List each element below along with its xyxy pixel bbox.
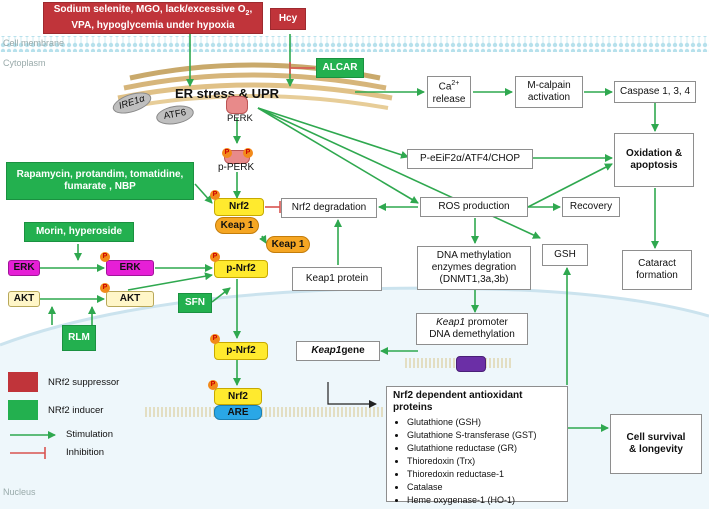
keap1-promoter-italic: Keap1 <box>436 317 466 328</box>
legend-inhibition-label: Inhibition <box>66 447 105 458</box>
perk-receptor <box>226 96 248 114</box>
cell-survival-box: Cell survival & longevity <box>610 414 702 474</box>
nucleus-label: Nucleus <box>3 487 36 497</box>
legend-inducer-label: NRf2 inducer <box>48 405 104 416</box>
keap1-gene-rest: gene <box>341 345 365 356</box>
gsh-box: GSH <box>542 244 588 266</box>
antioxidant-item: Thioredoxin (Trx) <box>407 455 561 468</box>
stressor-line-1: Sodium selenite, MGO, lack/excessive O <box>53 4 246 15</box>
p-nrf2-node-2: p-Nrf2 <box>214 342 268 360</box>
keap1-gene-italic: Keap1 <box>311 345 342 356</box>
perk-label: PERK <box>227 113 253 124</box>
keap1-bound-node: Keap 1 <box>215 217 259 234</box>
keap1-gene-box: Keap1 gene <box>296 341 380 361</box>
phospho-mark-perk-2: P <box>243 148 253 158</box>
keap1-promoter-line2: DNA demethylation <box>429 329 515 340</box>
promoter-block <box>456 356 486 372</box>
legend-inducer-swatch <box>8 400 38 420</box>
calcium-text: Ca <box>438 81 452 93</box>
phospho-mark-perk-1: P <box>222 148 232 158</box>
phospho-mark-nrf2-nuc: P <box>208 380 218 390</box>
erk-node-left: ERK <box>8 260 40 276</box>
cytoplasm-label: Cytoplasm <box>3 58 46 68</box>
calcium-superscript: 2+ <box>451 80 460 88</box>
nrf2-node-top: Nrf2 <box>214 198 264 216</box>
stressor-box: Sodium selenite, MGO, lack/excessive O2,… <box>43 2 263 34</box>
antioxidant-item: Glutathione (GSH) <box>407 416 561 429</box>
oxidation-apoptosis-box: Oxidation & apoptosis <box>614 133 694 187</box>
antioxidant-list: Glutathione (GSH)Glutathione S-transfera… <box>393 416 561 507</box>
morin-inducer-box: Morin, hyperoside <box>24 222 134 242</box>
antioxidant-item: Glutathione S-transferase (GST) <box>407 429 561 442</box>
nrf2-nucleus-node: Nrf2 <box>214 388 262 405</box>
erk-node-right: ERK <box>106 260 154 276</box>
p-nrf2-node-1: p-Nrf2 <box>214 260 268 278</box>
cell-membrane-band <box>0 36 709 52</box>
antioxidant-item: Thioredoxin reductase-1 <box>407 468 561 481</box>
keap1-protein-box: Keap1 protein <box>292 267 382 291</box>
antioxidant-item: Heme oxygenase-1 (HO-1) <box>407 494 561 507</box>
er-stress-title: ER stress & UPR <box>175 86 280 101</box>
legend-stimulation-label: Stimulation <box>66 429 113 440</box>
calcium-release-text: release <box>432 93 466 105</box>
phospho-mark-erk: P <box>100 252 110 262</box>
phospho-mark-nrf2-top: P <box>210 190 220 200</box>
cataract-formation-box: Cataract formation <box>622 250 692 290</box>
p-perk-label: p-PERK <box>218 162 255 173</box>
recovery-box: Recovery <box>562 197 620 217</box>
alcar-box: ALCAR <box>316 58 364 78</box>
keap1-free-node: Keap 1 <box>266 236 310 253</box>
m-calpain-box: M-calpain activation <box>515 76 583 108</box>
phospho-mark-akt: P <box>100 283 110 293</box>
dna-strand <box>143 407 383 417</box>
akt-node-right: AKT <box>106 291 154 307</box>
caspase-box: Caspase 1, 3, 4 <box>614 81 696 103</box>
legend-suppressor-swatch <box>8 372 38 392</box>
stressor-line-2: VPA, hypoglycemia under hypoxia <box>71 20 235 31</box>
stressor-o2-subscript: 2 <box>245 10 250 17</box>
keap1-promoter-rest: promoter <box>465 317 508 328</box>
ros-production-box: ROS production <box>420 197 528 217</box>
phospho-mark-nrf2-1: P <box>210 252 220 262</box>
dna-methylation-box: DNA methylation enzymes degration (DNMT1… <box>417 246 531 290</box>
nrf2-degradation-box: Nrf2 degradation <box>281 198 377 218</box>
cell-membrane-label: Cell membrane <box>3 38 65 48</box>
antioxidant-title: Nrf2 dependent antioxidant proteins <box>393 390 523 413</box>
hcy-box: Hcy <box>270 8 306 30</box>
rapamycin-inducer-box: Rapamycin, protandim, tomatidine, fumara… <box>6 162 194 200</box>
legend-suppressor-label: NRf2 suppressor <box>48 377 120 388</box>
are-node: ARE <box>214 405 262 420</box>
sfn-inducer-box: SFN <box>178 293 212 313</box>
eif2a-atf4-chop-box: P-eEiF2α/ATF4/CHOP <box>407 149 533 169</box>
akt-node-left: AKT <box>8 291 40 307</box>
keap1-promoter-box: Keap1 promoter DNA demethylation <box>416 313 528 345</box>
antioxidant-proteins-box: Nrf2 dependent antioxidant proteins Glut… <box>386 386 568 505</box>
phospho-mark-nrf2-2: P <box>210 334 220 344</box>
rlm-inducer-box: RLM <box>62 325 96 351</box>
calcium-release-box: Ca2+ release <box>427 76 471 108</box>
antioxidant-item: Catalase <box>407 481 561 494</box>
antioxidant-item: Glutathione reductase (GR) <box>407 442 561 455</box>
